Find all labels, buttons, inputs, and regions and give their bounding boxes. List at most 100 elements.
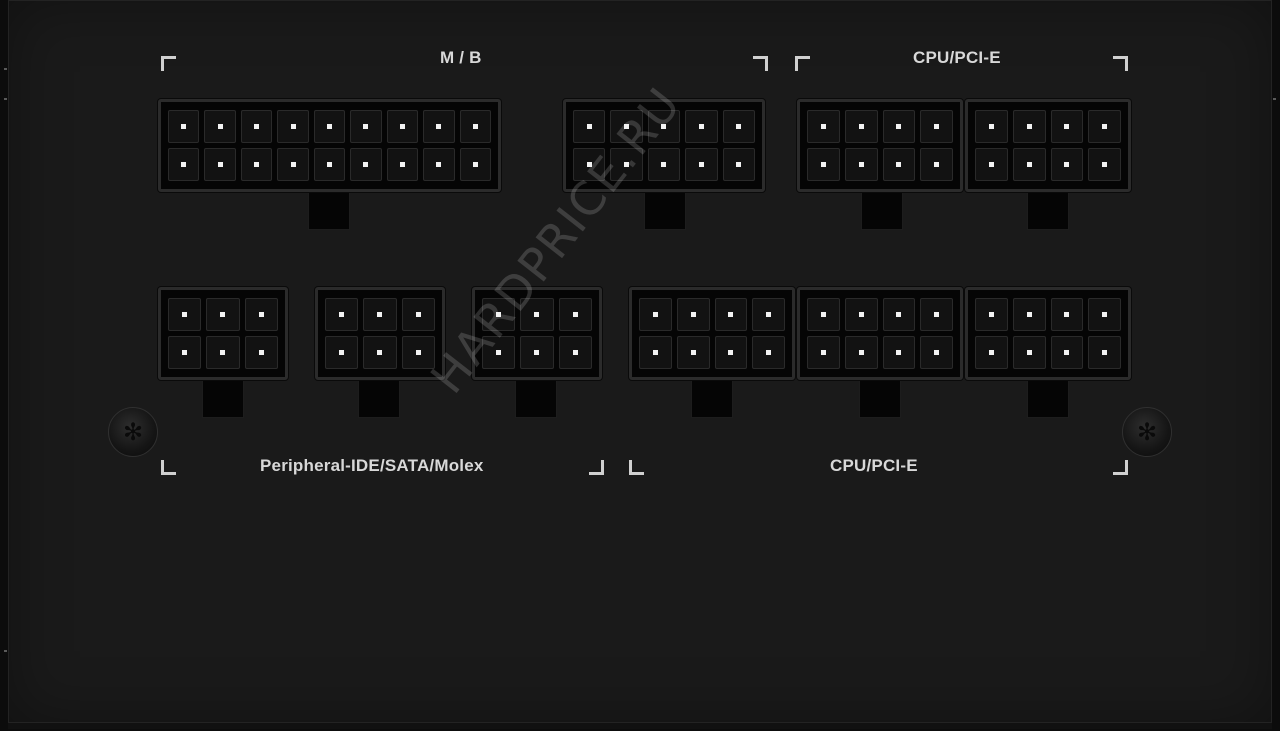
- edge-mark: [4, 650, 7, 652]
- connector-pin: [920, 298, 953, 331]
- connector-pin: [920, 110, 953, 143]
- mb-label: M / B: [440, 48, 482, 67]
- torx-screw-icon: ✻: [108, 407, 158, 457]
- connector-pin: [204, 148, 236, 181]
- connector-pin: [685, 110, 718, 143]
- connector-pin: [1088, 298, 1121, 331]
- connector-pin: [350, 148, 382, 181]
- connector-pin: [1088, 148, 1121, 181]
- connector-pin: [363, 336, 397, 369]
- connector-pin: [277, 110, 309, 143]
- connector-latch: [644, 192, 686, 230]
- connector-pin: [277, 148, 309, 181]
- connector-pin: [459, 110, 491, 143]
- connector-pin: [807, 148, 840, 181]
- connector-latch: [1027, 192, 1069, 230]
- connector-latch: [1027, 380, 1069, 418]
- bracket-corner: [629, 460, 644, 475]
- connector-pin: [363, 298, 397, 331]
- connector-pin: [975, 298, 1008, 331]
- connector-pin: [920, 336, 953, 369]
- connector-pin: [676, 336, 710, 369]
- connector-pin: [639, 298, 672, 331]
- connector-pin: [685, 148, 718, 181]
- connector-pin: [807, 336, 840, 369]
- connector-pin: [1050, 148, 1084, 181]
- connector-pin: [459, 148, 491, 181]
- connector-pin: [807, 110, 840, 143]
- connector-pin: [423, 148, 455, 181]
- connector-pin: [1088, 336, 1121, 369]
- bracket-corner: [1113, 56, 1128, 71]
- connector-pin: [573, 110, 606, 143]
- connector-latch: [202, 380, 244, 418]
- connector-pin: [752, 298, 785, 331]
- connector-latch: [358, 380, 400, 418]
- connector-pin: [573, 148, 606, 181]
- connector-pin: [240, 110, 273, 143]
- connector-pin: [975, 110, 1008, 143]
- left-edge: [0, 0, 8, 731]
- connector-pin: [240, 148, 273, 181]
- connector-pin: [401, 336, 435, 369]
- connector-pin: [168, 110, 200, 143]
- connector-pin: [206, 336, 240, 369]
- connector-pin: [386, 110, 419, 143]
- connector-pin: [975, 148, 1008, 181]
- peripheral-6pin-connector: [315, 287, 445, 380]
- torx-screw-icon: ✻: [1122, 407, 1172, 457]
- connector-pin: [325, 336, 359, 369]
- connector-pin: [844, 148, 878, 181]
- connector-pin: [807, 298, 840, 331]
- connector-pin: [722, 148, 755, 181]
- bracket-corner: [589, 460, 604, 475]
- connector-pin: [610, 148, 643, 181]
- peripheral-6pin-connector: [472, 287, 602, 380]
- connector-pin: [482, 298, 516, 331]
- peripheral-label: Peripheral-IDE/SATA/Molex: [260, 456, 484, 475]
- cpu-pcie-8pin-connector: [965, 99, 1131, 192]
- connector-pin: [1012, 148, 1046, 181]
- connector-latch: [859, 380, 901, 418]
- connector-pin: [844, 110, 878, 143]
- connector-pin: [920, 148, 953, 181]
- connector-pin: [325, 298, 359, 331]
- cpu-pcie-8pin-connector: [629, 287, 795, 380]
- connector-pin: [520, 298, 554, 331]
- connector-pin: [482, 336, 516, 369]
- connector-pin: [520, 336, 554, 369]
- connector-pin: [244, 336, 278, 369]
- connector-pin: [722, 110, 755, 143]
- connector-pin: [1012, 298, 1046, 331]
- connector-pin: [1050, 298, 1084, 331]
- right-edge: [1272, 0, 1280, 731]
- connector-pin: [882, 110, 916, 143]
- connector-pin: [206, 298, 240, 331]
- mb-24pin-connector: [158, 99, 501, 192]
- connector-pin: [423, 110, 455, 143]
- connector-latch: [861, 192, 903, 230]
- edge-mark: [1273, 98, 1276, 100]
- connector-pin: [610, 110, 643, 143]
- peripheral-6pin-connector: [158, 287, 288, 380]
- connector-pin: [647, 148, 681, 181]
- connector-pin: [1050, 110, 1084, 143]
- connector-pin: [350, 110, 382, 143]
- connector-pin: [1012, 336, 1046, 369]
- mb-10pin-connector: [563, 99, 765, 192]
- connector-pin: [882, 336, 916, 369]
- connector-pin: [168, 298, 202, 331]
- cpu-pcie-8pin-connector: [797, 287, 963, 380]
- connector-pin: [844, 336, 878, 369]
- cpu-pcie-bottom-label: CPU/PCI-E: [830, 456, 918, 475]
- connector-latch: [515, 380, 557, 418]
- bracket-corner: [161, 56, 176, 71]
- connector-pin: [558, 298, 592, 331]
- cpu-pcie-8pin-connector: [965, 287, 1131, 380]
- connector-pin: [882, 148, 916, 181]
- edge-mark: [4, 68, 7, 70]
- connector-latch: [691, 380, 733, 418]
- connector-pin: [714, 298, 748, 331]
- edge-mark: [4, 98, 7, 100]
- connector-latch: [308, 192, 350, 230]
